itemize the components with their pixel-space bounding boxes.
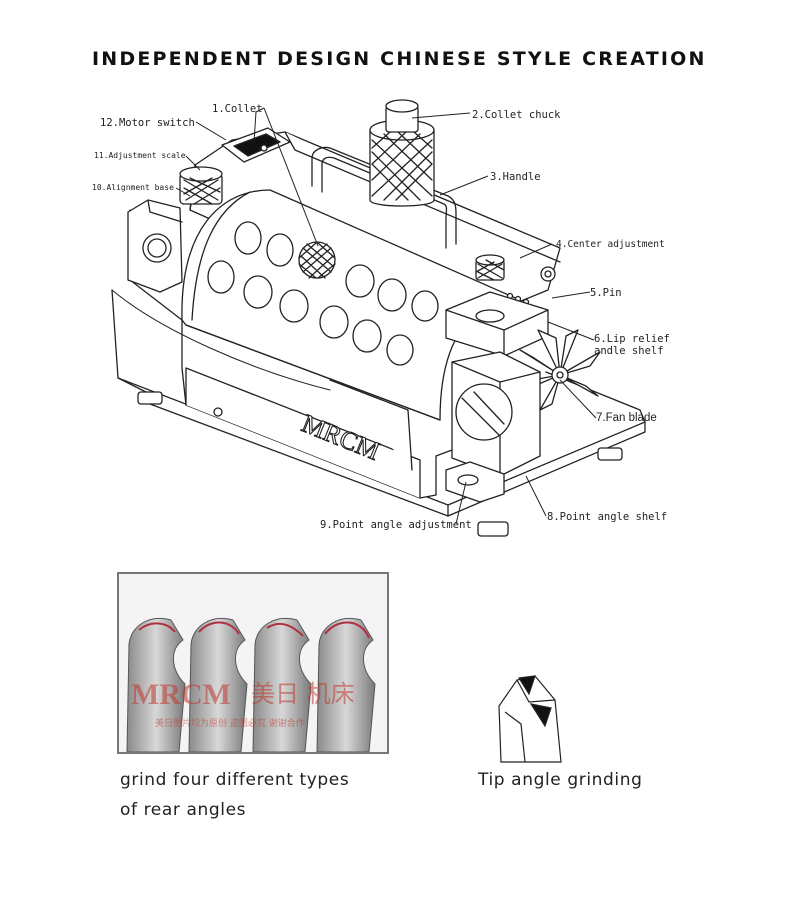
center-adjustment-knob: [475, 254, 505, 281]
label-fan-blade: 7.Fan blade: [596, 412, 657, 424]
label-collet: 1.Collet: [212, 103, 263, 115]
caption-rear-angles-line2: of rear angles: [120, 800, 247, 820]
drill-tips-photo: MRCM 美日 机床 美日图片均为原创 盗图必究 谢谢合作: [117, 572, 389, 754]
label-collet-chuck: 2.Collet chuck: [472, 109, 561, 121]
label-pin: 5.Pin: [590, 287, 622, 299]
label-handle: 3.Handle: [490, 171, 541, 183]
drill-tips-illustration: MRCM 美日 机床 美日图片均为原创 盗图必究 谢谢合作: [119, 574, 387, 752]
drill-tip: [188, 618, 248, 752]
watermark-sub: 美日图片均为原创 盗图必究 谢谢合作: [155, 717, 305, 729]
tip-angle-drill-icon: [498, 675, 562, 763]
label-motor-switch: 12.Motor switch: [100, 117, 195, 129]
watermark-brand: MRCM: [131, 678, 231, 711]
caption-tip-angle: Tip angle grinding: [478, 770, 643, 790]
label-alignment-base: 10.Alignment base: [92, 183, 174, 192]
caption-rear-angles-line1: grind four different types: [120, 770, 350, 790]
adjustment-scale-knob: [179, 166, 223, 205]
collet-chuck: [369, 99, 435, 207]
drill-tip: [126, 618, 186, 752]
label-point-angle-adjustment: 9.Point angle adjustment: [320, 519, 472, 531]
point-angle-shelf: [451, 351, 541, 477]
label-lip-relief-line2: andle shelf: [594, 345, 664, 357]
pin-screws: [506, 266, 556, 306]
fan-blade: [519, 329, 601, 411]
label-center-adjustment: 4.Center adjustment: [556, 239, 665, 250]
alignment-base: [127, 199, 183, 293]
page-title: INDEPENDENT DESIGN CHINESE STYLE CREATIO…: [92, 48, 707, 70]
collet-ball: [298, 241, 336, 279]
watermark-cn: 美日 机床: [251, 680, 355, 708]
motor-switch: [221, 127, 291, 163]
foot: [137, 391, 623, 537]
drum-holes: [207, 221, 439, 366]
label-adjustment-scale: 11.Adjustment scale: [94, 151, 186, 160]
label-lip-relief: 6.Lip relief: [594, 333, 670, 345]
label-point-angle-shelf: 8.Point angle shelf: [547, 511, 667, 523]
point-angle-adjustment: [445, 461, 505, 503]
drill-tip: [252, 618, 312, 752]
drill-tip: [316, 618, 376, 752]
machine-diagram: MRCM 1.Collet 2.Collet chuck 3.Handle 4.…: [92, 99, 670, 537]
